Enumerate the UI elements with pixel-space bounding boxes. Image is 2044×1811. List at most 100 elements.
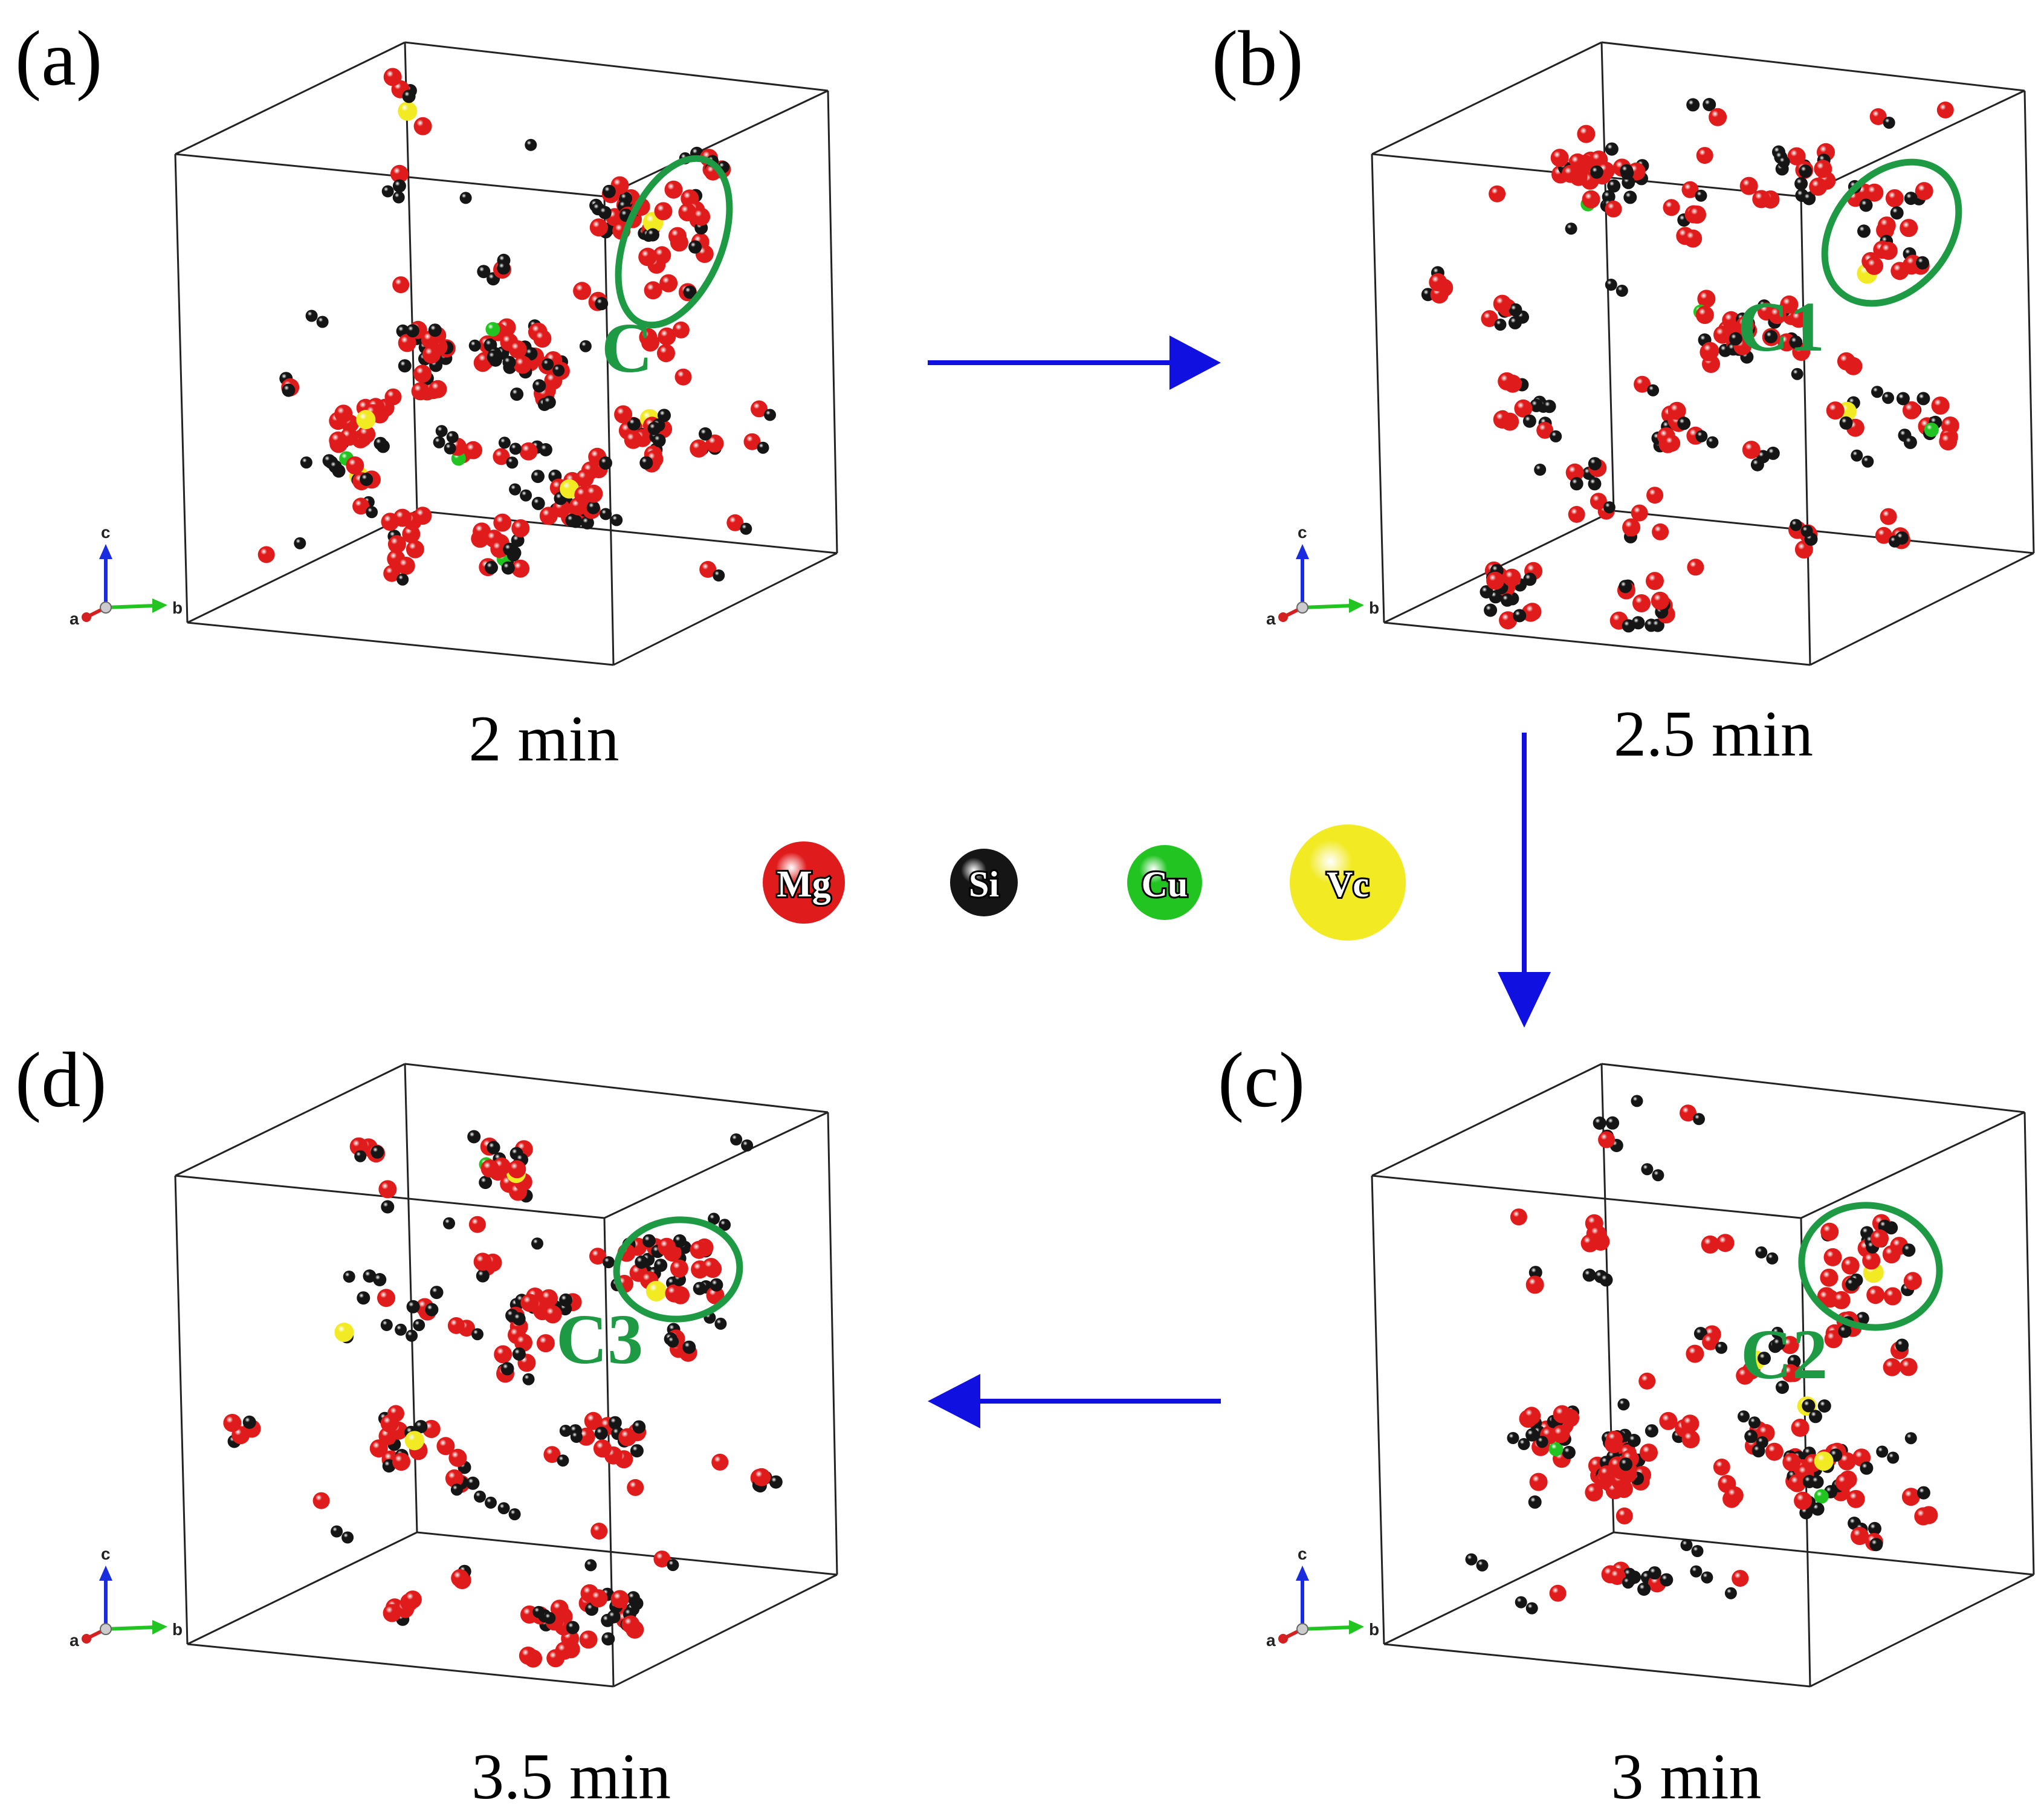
si-atom (1904, 192, 1918, 206)
box-edge (613, 552, 838, 666)
mg-atom (1841, 1256, 1860, 1275)
si-atom (1619, 1457, 1633, 1471)
mg-atom (699, 561, 717, 578)
mg-atom (1820, 1222, 1839, 1241)
panel-label: (d) (15, 1037, 107, 1124)
si-atom (360, 473, 374, 486)
mg-atom (1901, 1488, 1920, 1506)
mg-atom (1903, 1272, 1922, 1291)
si-atom (610, 514, 623, 526)
mg-atom (1820, 1268, 1839, 1287)
mg-atom (1902, 401, 1921, 420)
mg-atom (1550, 149, 1569, 167)
mg-atom (346, 456, 364, 475)
mg-atom (674, 368, 692, 386)
si-atom (1465, 1553, 1478, 1566)
arrow-c-to-d (928, 1374, 1221, 1428)
si-atom (699, 427, 712, 441)
box-edge (187, 1643, 614, 1688)
mg-atom (1590, 493, 1607, 510)
mg-atom (387, 535, 406, 554)
si-atom (433, 436, 445, 449)
mg-atom (429, 380, 447, 398)
si-atom (1802, 192, 1816, 206)
cluster-highlight-ellipse (1798, 1202, 1943, 1331)
box-edge (827, 1112, 838, 1575)
box-edge (1371, 1063, 1602, 1177)
si-atom (1623, 190, 1637, 204)
b-axis (1302, 604, 1351, 609)
mg-atom (490, 540, 509, 558)
box-edge (187, 621, 614, 666)
si-atom (1599, 1273, 1613, 1287)
mg-atom (1765, 1442, 1784, 1461)
mg-atom (752, 1468, 771, 1486)
si-atom (647, 421, 661, 435)
si-atom (1916, 256, 1929, 270)
mg-atom (1879, 242, 1898, 260)
mg-atom (1701, 342, 1719, 360)
mg-atom (639, 328, 658, 346)
box-edge (416, 1531, 838, 1576)
si-atom (667, 1335, 679, 1348)
si-atom (282, 383, 296, 397)
box-edge (1371, 1175, 1385, 1645)
axis-label-a: a (1266, 1631, 1276, 1650)
mg-atom (1875, 526, 1892, 544)
mg-atom (690, 1240, 708, 1259)
mg-atom (1832, 1291, 1851, 1309)
mg-atom (1529, 1472, 1548, 1491)
box-edge (175, 41, 406, 155)
si-atom (1756, 1436, 1768, 1448)
mg-atom (573, 282, 592, 300)
legend-label: Cu (1142, 864, 1188, 904)
si-atom (1764, 330, 1778, 343)
mg-atom (1493, 410, 1512, 429)
box-edge (604, 89, 829, 198)
si-atom (1565, 222, 1577, 235)
si-atom (430, 1286, 444, 1300)
si-atom (524, 347, 538, 361)
si-atom (1615, 285, 1628, 297)
si-atom (380, 1319, 393, 1331)
axis-label-c: c (101, 1544, 111, 1563)
c-axis-arrowhead-icon (99, 544, 112, 559)
mg-atom (1742, 441, 1761, 459)
si-atom (474, 1490, 486, 1503)
mg-atom (1824, 1330, 1843, 1349)
mg-atom (383, 68, 402, 86)
b-axis-arrowhead-icon (152, 598, 167, 613)
mg-atom (398, 334, 416, 352)
si-atom (1528, 1495, 1542, 1509)
si-atom (693, 1281, 707, 1295)
mg-atom (1481, 310, 1498, 328)
mg-atom (589, 1248, 606, 1265)
mg-atom (1791, 1419, 1810, 1437)
cluster-highlight-ellipse (615, 155, 733, 329)
mg-atom (422, 345, 441, 364)
mg-atom (627, 1479, 644, 1496)
mg-atom (1577, 125, 1596, 143)
si-atom (1525, 1602, 1538, 1615)
si-atom (1500, 593, 1514, 607)
mg-atom (593, 1439, 612, 1458)
si-atom (1476, 1559, 1489, 1572)
si-atom (522, 1373, 535, 1385)
si-atom (1508, 316, 1522, 329)
si-atom (1794, 177, 1808, 190)
si-atom (1525, 1428, 1539, 1442)
si-atom (300, 456, 312, 469)
mg-atom (1681, 1414, 1700, 1433)
mg-atom (1652, 523, 1669, 540)
si-atom (497, 261, 511, 275)
mg-atom (390, 164, 409, 183)
mg-atom (1781, 1364, 1800, 1382)
axis-origin-icon (100, 601, 112, 614)
time-label: 3.5 min (471, 1741, 671, 1811)
axis-label-b: b (1369, 1620, 1379, 1639)
si-atom (579, 340, 592, 352)
mg-atom (1713, 325, 1732, 344)
mg-atom (1565, 463, 1584, 482)
box-edge (1800, 1111, 2025, 1219)
mg-atom (519, 1647, 537, 1665)
